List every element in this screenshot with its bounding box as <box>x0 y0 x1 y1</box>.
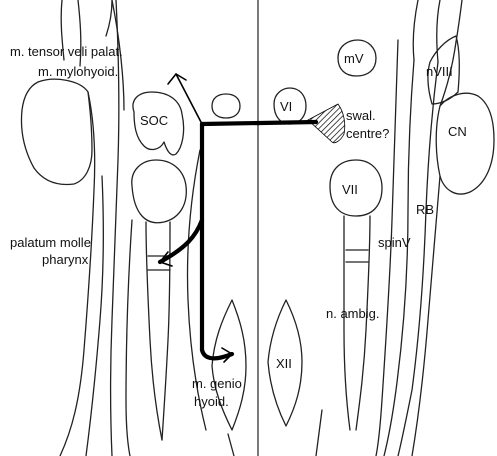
label-swal: swal. <box>346 108 376 123</box>
label-centre: centre? <box>346 126 389 141</box>
label-mv: mV <box>344 51 364 66</box>
label-soc: SOC <box>140 113 168 128</box>
label-hyoid: hyoid. <box>194 394 229 409</box>
label-nviii: nVIII <box>426 64 453 79</box>
label-palatum: palatum molle <box>10 235 91 250</box>
label-rb: RB <box>416 202 434 217</box>
label-cn: CN <box>448 124 467 139</box>
label-m-mylohyoid: m. mylohyoid. <box>38 64 118 79</box>
label-m-tensor: m. tensor veli palat. <box>10 44 123 59</box>
label-n-ambig: n. ambig. <box>326 306 379 321</box>
cn-nucleus <box>436 93 494 194</box>
label-vi: VI <box>280 99 292 114</box>
pathway-arrows <box>160 74 345 362</box>
label-pharynx: pharynx <box>42 252 89 267</box>
swallowing-centre <box>308 104 345 143</box>
label-vii: VII <box>342 182 358 197</box>
right-outlines <box>268 0 494 456</box>
label-spinv: spinV <box>378 235 411 250</box>
label-m-genio: m. genio <box>192 376 242 391</box>
label-xii: XII <box>276 356 292 371</box>
